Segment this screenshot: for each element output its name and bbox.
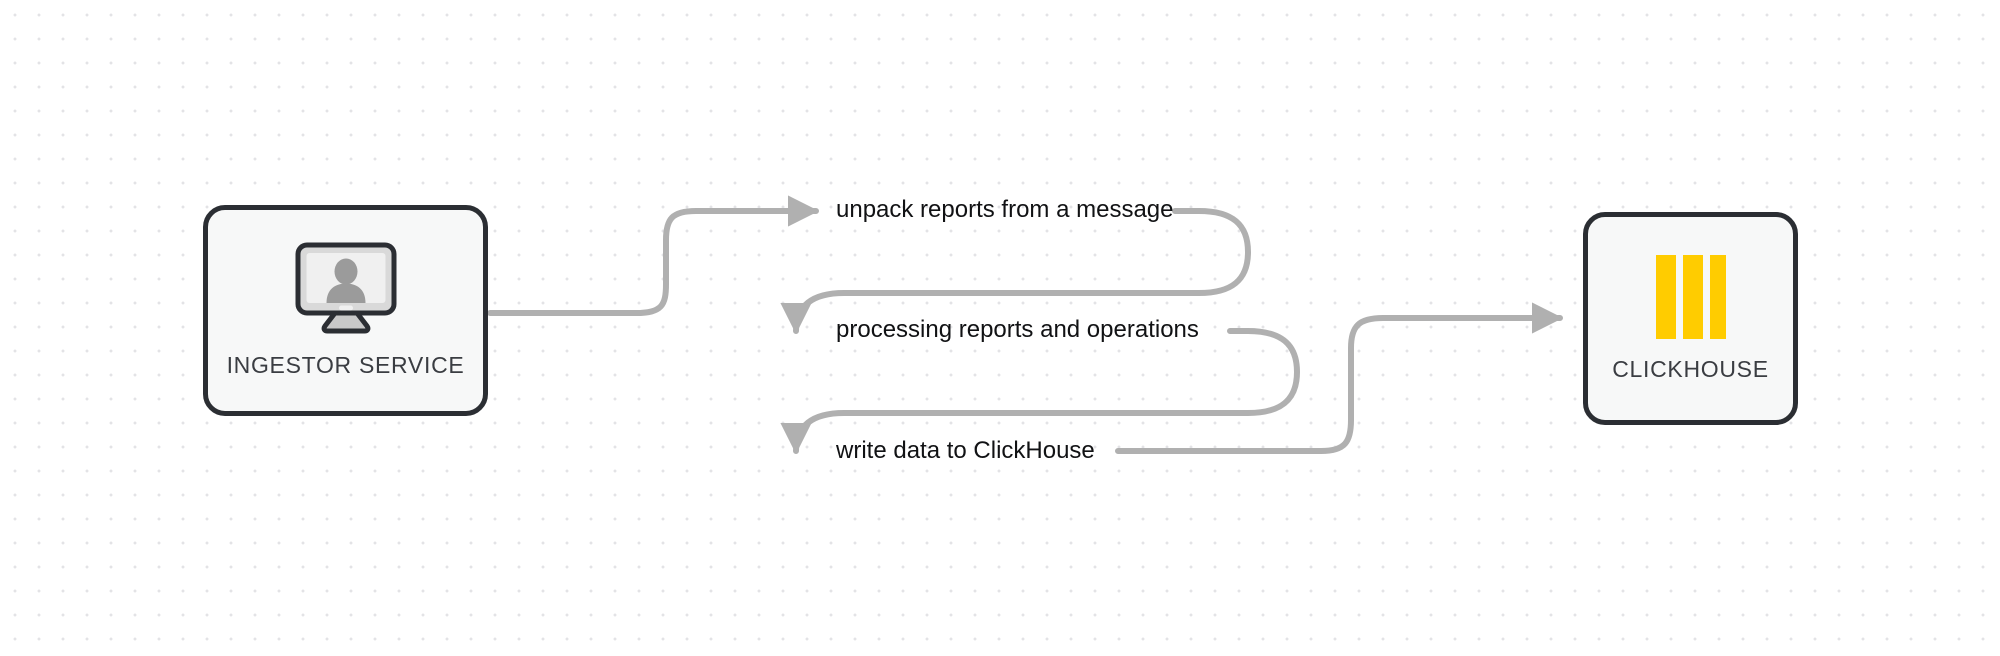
node-ingestor-service[interactable]: INGESTOR SERVICE <box>203 205 488 416</box>
node-clickhouse[interactable]: CLICKHOUSE <box>1583 212 1798 425</box>
node-clickhouse-label: CLICKHOUSE <box>1612 356 1769 382</box>
clickhouse-bars-icon <box>1655 255 1726 339</box>
edge-label-write-data: write data to ClickHouse <box>836 437 1095 464</box>
monitor-user-icon <box>295 242 396 334</box>
edge-label-unpack-reports: unpack reports from a message <box>836 196 1174 223</box>
edge-segment-step2-to-step3 <box>780 328 1300 455</box>
edge-label-processing-reports: processing reports and operations <box>836 316 1199 343</box>
edge-segment-step1-to-step2 <box>780 208 1251 335</box>
edge-segment-ingestor-to-step1 <box>487 195 820 316</box>
node-ingestor-service-label: INGESTOR SERVICE <box>226 352 465 378</box>
